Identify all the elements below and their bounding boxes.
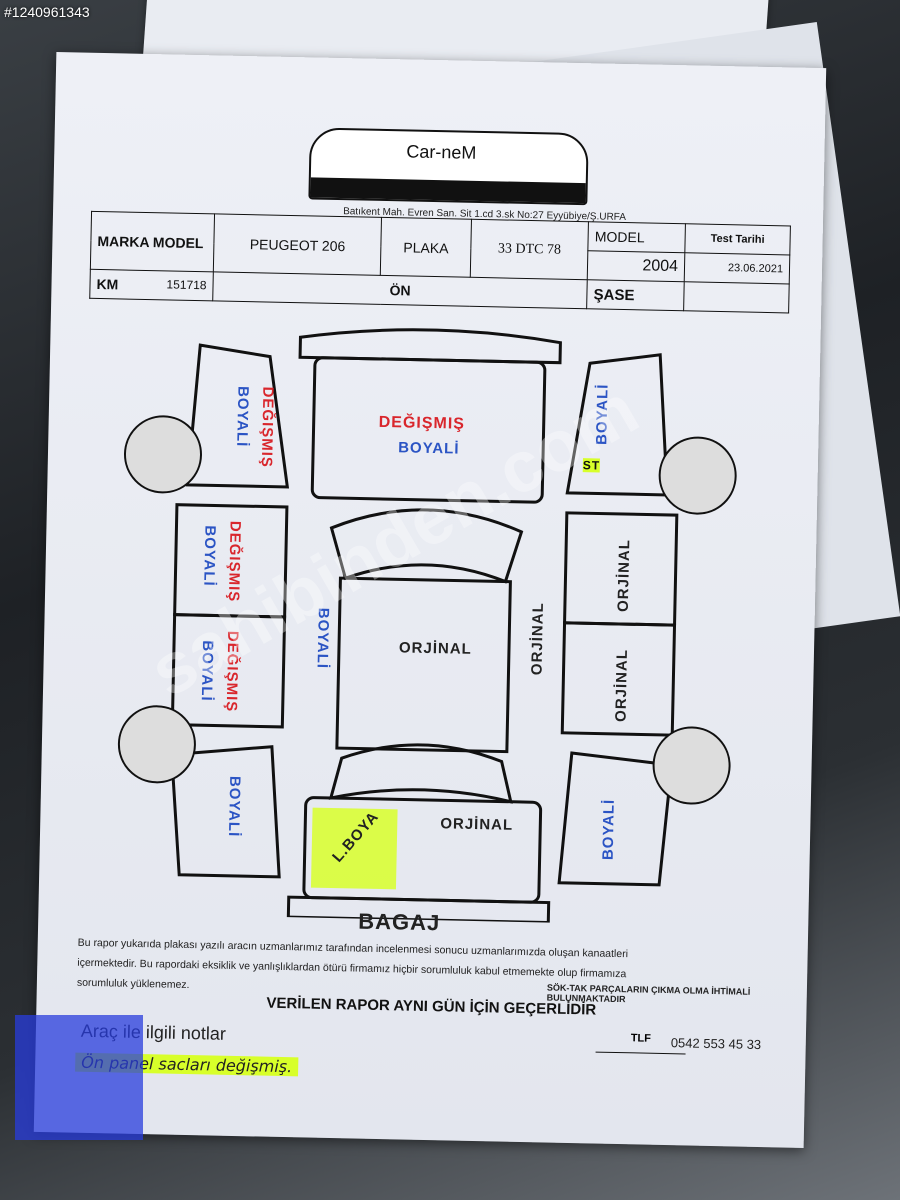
date-value: 23.06.2021 xyxy=(684,252,790,284)
front-bumper xyxy=(298,328,562,365)
windshield xyxy=(329,508,524,584)
left-front-fender-label-1: DEĞIŞMIŞ xyxy=(257,386,277,469)
hood-label-1: DEĞIŞMIŞ xyxy=(378,413,466,433)
right-rear-door-label: ORJİNAL xyxy=(612,648,632,723)
model-value: 2004 xyxy=(587,250,685,282)
phone-number: 0542 553 45 33 xyxy=(670,1035,762,1053)
rear-bumper xyxy=(286,895,551,925)
km-cell: KM 151718 xyxy=(89,269,214,301)
car-diagram xyxy=(117,328,737,925)
wheel-icon xyxy=(658,436,737,515)
date-label: Test Tarihi xyxy=(684,223,791,255)
left-rear-door-outline xyxy=(170,613,287,729)
km-value: 151718 xyxy=(166,277,207,293)
brand-value: PEUGEOT 206 xyxy=(213,213,382,276)
right-rear-fender-outline xyxy=(557,751,674,887)
chassis-value xyxy=(683,281,790,313)
hood-outline xyxy=(310,356,547,504)
corner-badge xyxy=(15,1015,143,1140)
company-logo: Car-neM xyxy=(308,127,589,206)
left-front-door-label-2: BOYALİ xyxy=(200,525,219,587)
logo-name: Car-neM xyxy=(406,141,477,163)
wheel-icon xyxy=(652,726,731,805)
right-rear-fender-label: BOYALİ xyxy=(599,798,618,861)
left-rear-fender-label: BOYALİ xyxy=(224,775,244,838)
inspection-report: Car-neM Batıkent Mah. Evren San. Sit 1.c… xyxy=(33,52,827,1148)
left-rear-fender-outline xyxy=(170,745,281,879)
roof-outline xyxy=(335,576,512,754)
rear-label: BAGAJ xyxy=(357,908,441,936)
photo-id: #1240961343 xyxy=(4,4,90,20)
left-front-fender-label-2: BOYALİ xyxy=(233,385,252,448)
right-front-door-label: ORJİNAL xyxy=(614,538,634,613)
trunk-label: ORJİNAL xyxy=(440,815,514,834)
model-label: MODEL xyxy=(588,221,686,253)
wheel-icon xyxy=(117,705,196,784)
chassis-label: ŞASE xyxy=(586,279,685,311)
hood-label-2: BOYALİ xyxy=(398,439,460,458)
brand-label: MARKA MODEL xyxy=(90,211,215,272)
right-rear-door-outline xyxy=(560,621,677,737)
logo-strip xyxy=(310,177,586,204)
plate-label: PLAKA xyxy=(380,217,472,278)
plate-value: 33 DTC 78 xyxy=(470,219,589,280)
highlight-mark xyxy=(310,807,398,890)
wheel-icon xyxy=(123,415,202,494)
km-label: KM xyxy=(96,275,119,293)
vehicle-info-table: MARKA MODEL PEUGEOT 206 PLAKA 33 DTC 78 … xyxy=(89,211,791,314)
roof-label: ORJİNAL xyxy=(398,639,472,658)
right-pillar-label: ORJİNAL xyxy=(528,602,547,676)
